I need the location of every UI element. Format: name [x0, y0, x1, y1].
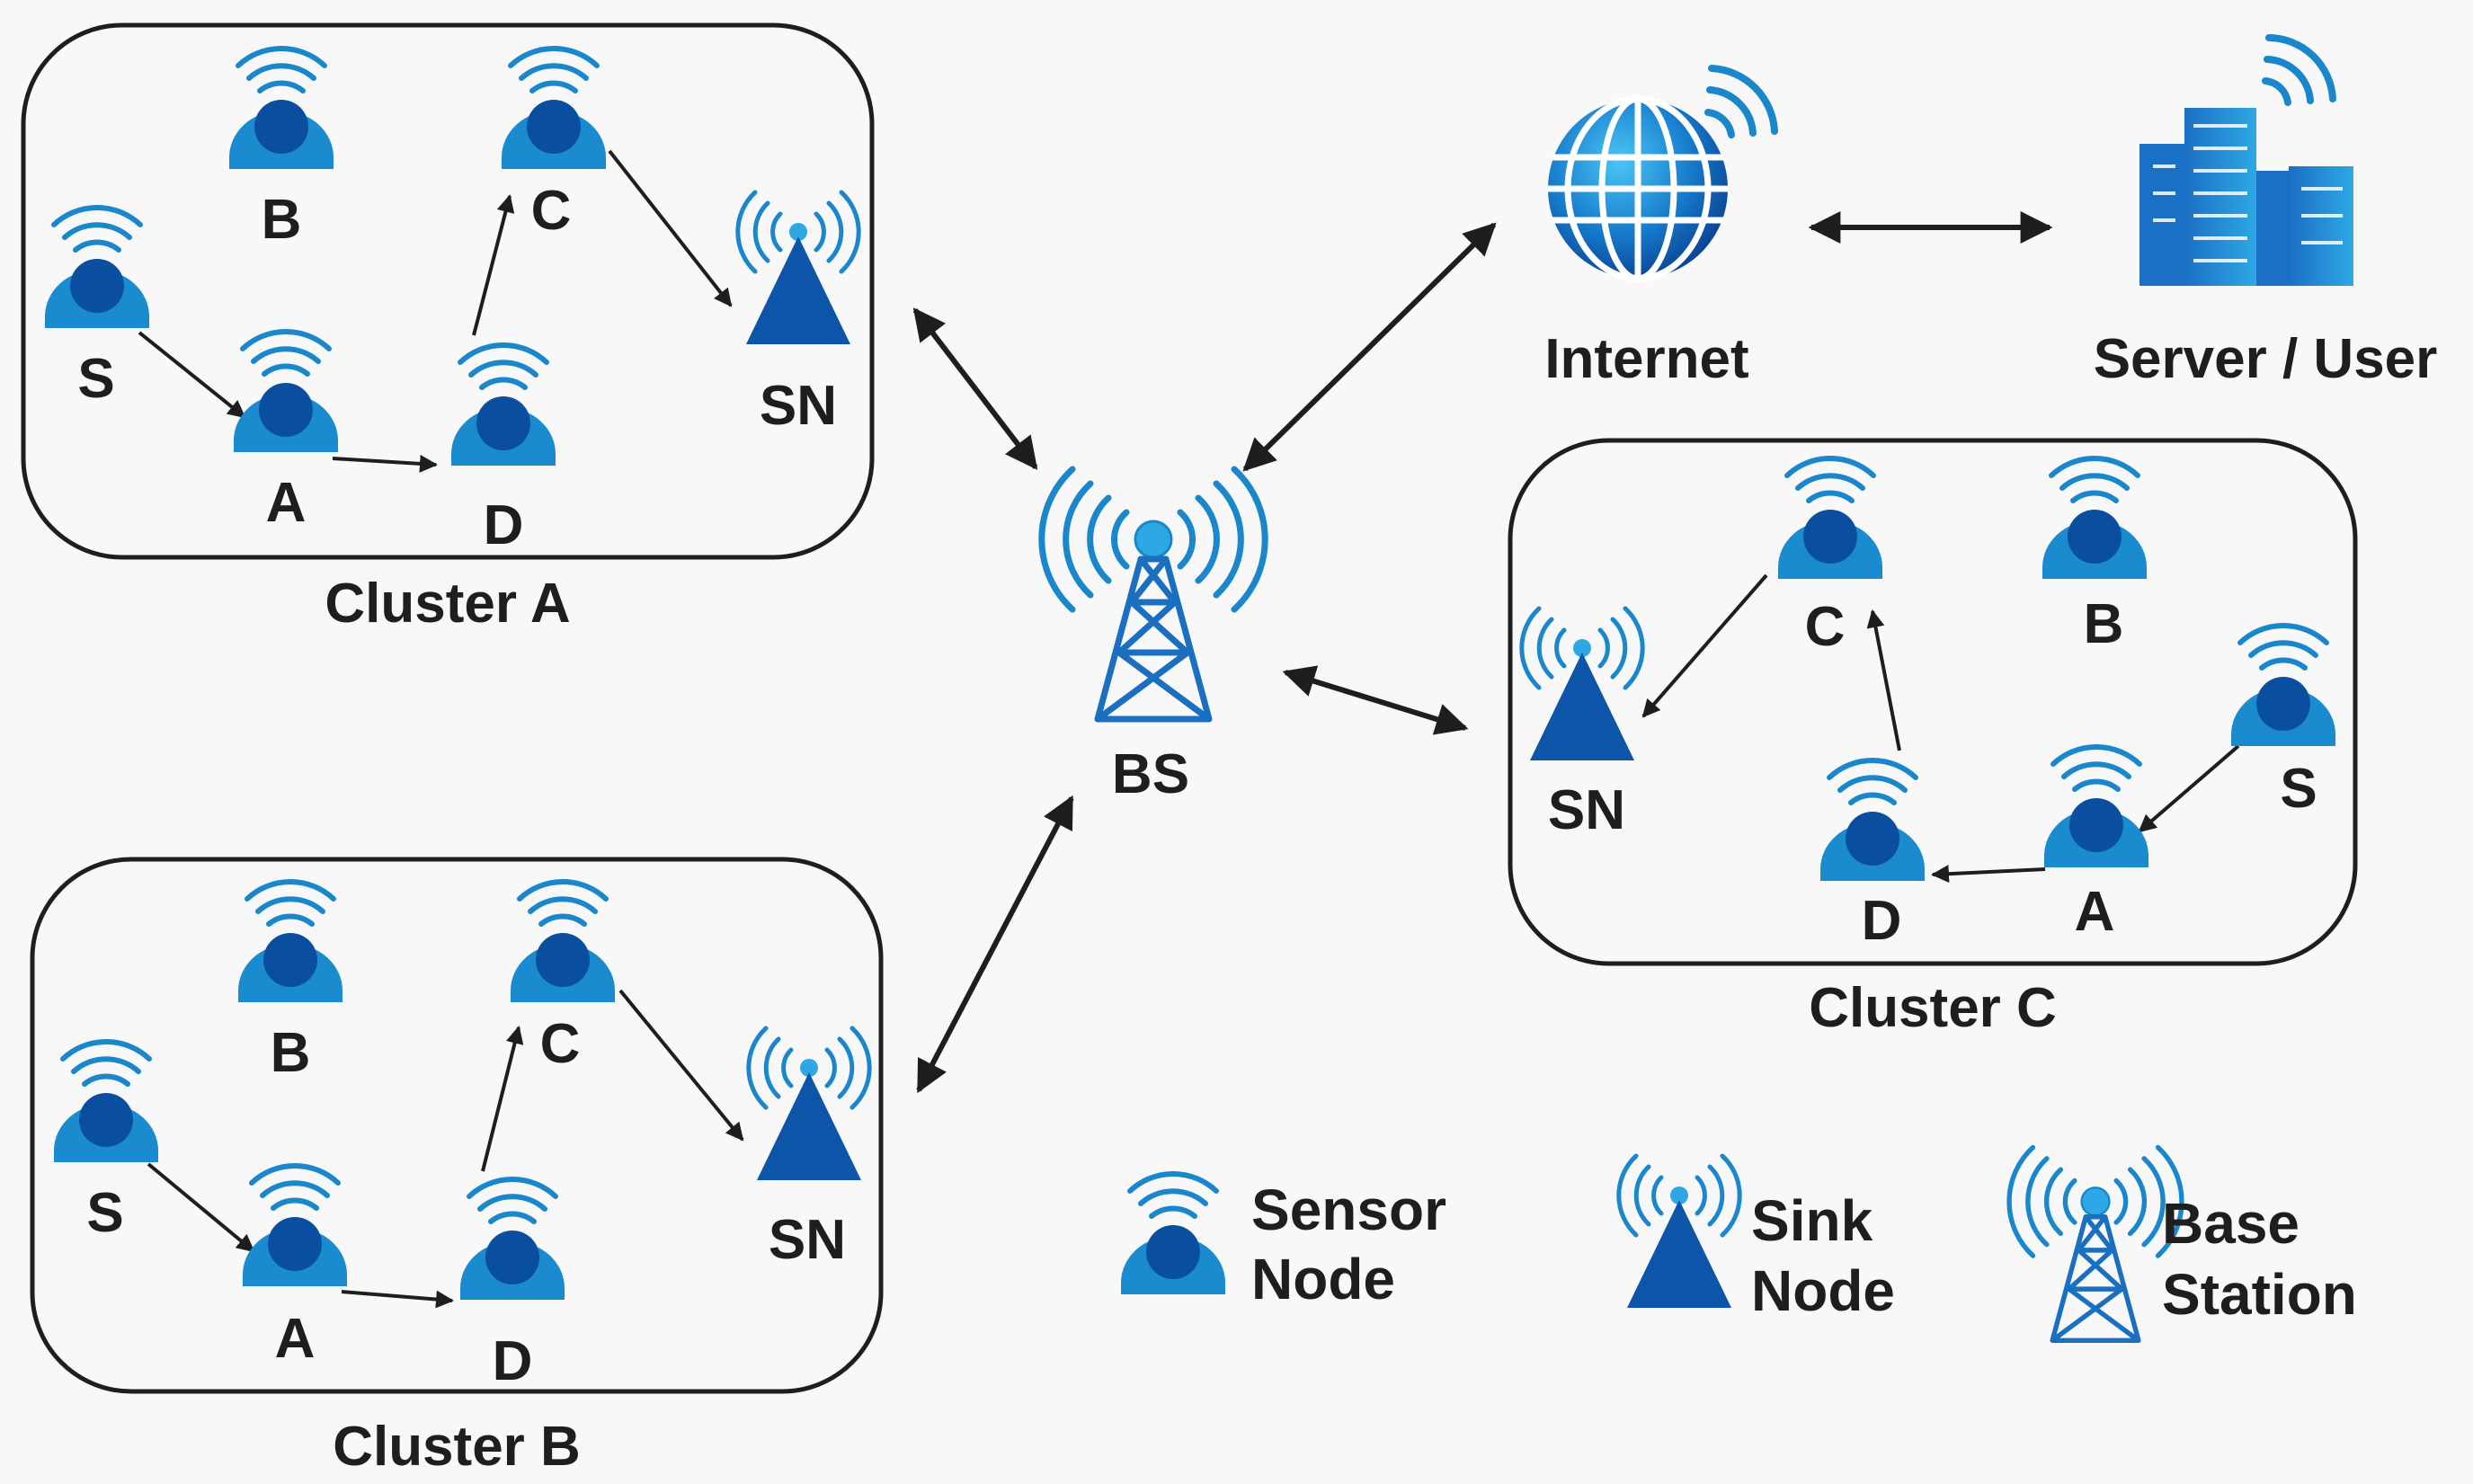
cluster-b-title: Cluster B: [333, 1416, 581, 1478]
link-cluster-a-bs: [912, 307, 1038, 470]
cluster-c-sensor-a: [2044, 747, 2148, 867]
base-station-tower-icon: [1042, 469, 1265, 719]
cluster-b-label-sn: SN: [769, 1209, 846, 1271]
cluster-c-label-sn: SN: [1548, 779, 1625, 841]
cluster-c-label-a: A: [2075, 881, 2115, 943]
cluster-c-label-b: B: [2084, 593, 2124, 655]
cluster-c: C B S A D SN Cluster C: [1508, 438, 2358, 1039]
server-user: Server / User: [2094, 34, 2438, 390]
legend-sensor-label-1: Sensor: [1251, 1177, 1446, 1242]
link-bs-cluster-c: [1282, 665, 1469, 735]
cluster-a-label-s: S: [77, 348, 114, 410]
cluster-c-sensor-d: [1820, 760, 1925, 881]
legend-sink: Sink Node: [1619, 1156, 1895, 1323]
base-station-label: BS: [1112, 743, 1189, 805]
cluster-c-sink-sn: [1522, 609, 1642, 760]
cluster-a-label-c: C: [531, 180, 572, 242]
cluster-a-sensor-a: [234, 332, 338, 452]
cluster-c-label-c: C: [1805, 596, 1846, 658]
cluster-b-sensor-a: [243, 1166, 347, 1286]
cluster-a-sensor-s: [45, 208, 149, 328]
base-station: BS: [1042, 469, 1265, 805]
cluster-c-title: Cluster C: [1809, 977, 2057, 1039]
link-bs-internet: [1242, 222, 1497, 472]
cluster-b-sink-sn: [749, 1028, 869, 1180]
cluster-a: S B C A D SN Cluster A: [21, 22, 875, 635]
cluster-a-label-sn: SN: [760, 375, 837, 437]
legend-sensor-label-2: Node: [1251, 1247, 1395, 1311]
legend-base-label-1: Base: [2162, 1191, 2300, 1256]
network-links: [912, 211, 2053, 1094]
cluster-c-sensor-c: [1778, 458, 1882, 579]
server-user-label: Server / User: [2094, 328, 2438, 390]
legend-sensor: Sensor Node: [1121, 1174, 1446, 1311]
cluster-a-label-a: A: [266, 472, 307, 534]
cluster-b-label-a: A: [275, 1308, 316, 1370]
cluster-a-sensor-c: [502, 49, 606, 169]
cluster-a-label-d: D: [484, 494, 524, 556]
legend-sink-icon: [1619, 1156, 1739, 1308]
cluster-a-links: [138, 149, 733, 473]
internet: Internet: [1544, 65, 1778, 390]
cluster-b-label-s: S: [86, 1182, 123, 1244]
cluster-c-links: [1641, 573, 2240, 884]
legend-sensor-icon: [1121, 1174, 1225, 1294]
cluster-b-label-b: B: [271, 1022, 311, 1084]
link-cluster-b-bs: [916, 795, 1074, 1094]
cluster-a-sensor-b: [229, 49, 334, 169]
cluster-c-sensor-s: [2231, 626, 2335, 746]
legend: Sensor Node Sink Node Base Station: [1121, 1148, 2357, 1341]
cluster-a-label-b: B: [262, 189, 302, 251]
cluster-a-frame: [21, 22, 875, 560]
legend-base-station: Base Station: [2009, 1148, 2357, 1341]
cluster-b-sensor-b: [238, 882, 342, 1002]
cluster-a-sensor-d: [451, 345, 556, 466]
internet-label: Internet: [1544, 328, 1748, 390]
cluster-c-label-d: D: [1862, 890, 1902, 952]
globe-icon: [1548, 65, 1778, 282]
cluster-a-sink-sn: [738, 192, 858, 344]
cluster-b: S B C A D SN Cluster B: [30, 857, 884, 1478]
cluster-c-label-s: S: [2280, 758, 2317, 820]
legend-sink-label-2: Node: [1751, 1258, 1895, 1323]
cluster-b-sensor-s: [54, 1042, 158, 1162]
cluster-b-sensor-d: [460, 1179, 565, 1300]
cluster-b-sensor-c: [511, 882, 615, 1002]
cluster-b-label-c: C: [540, 1013, 581, 1075]
cluster-a-title: Cluster A: [325, 573, 570, 635]
server-building-icon: [2139, 34, 2353, 286]
legend-sink-label-1: Sink: [1751, 1188, 1873, 1253]
legend-base-label-2: Station: [2162, 1262, 2357, 1327]
cluster-c-frame: [1508, 438, 2358, 966]
cluster-b-label-d: D: [493, 1330, 533, 1392]
legend-base-station-icon: [2009, 1148, 2182, 1341]
cluster-c-sensor-b: [2042, 458, 2147, 579]
cluster-b-links: [147, 989, 744, 1309]
cluster-b-frame: [30, 857, 884, 1394]
